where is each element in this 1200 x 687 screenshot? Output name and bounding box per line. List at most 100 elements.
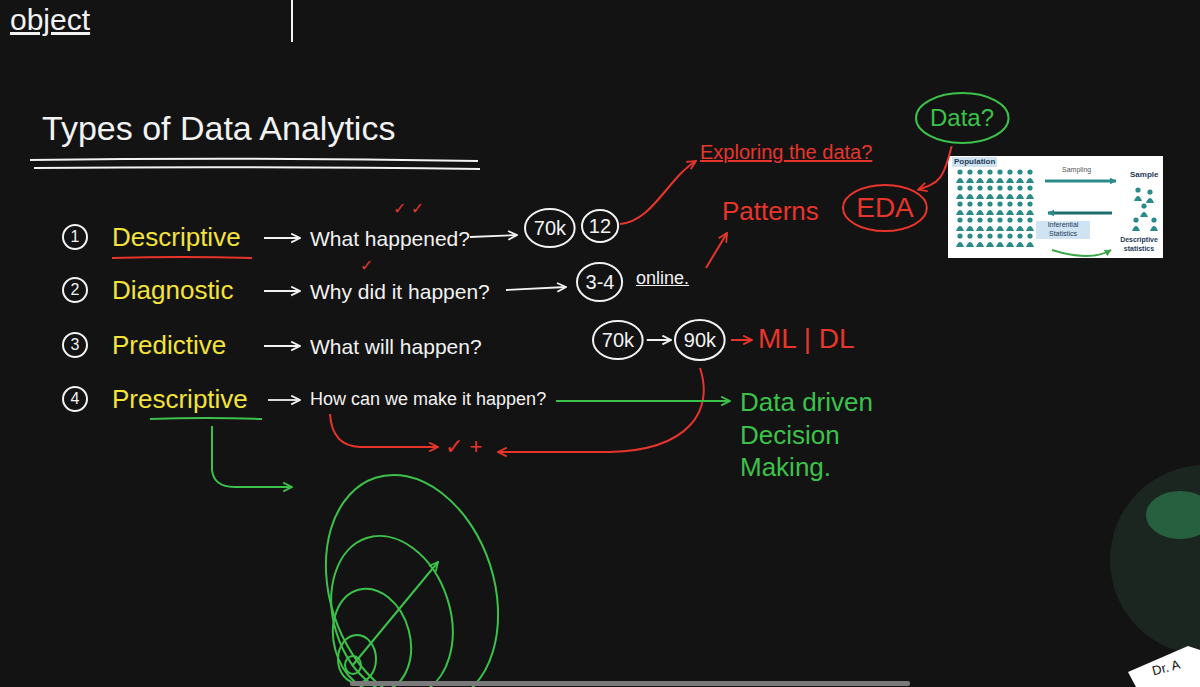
person-icon (976, 217, 984, 231)
list-number: 4 (62, 386, 88, 412)
node-text: 70k (602, 329, 634, 352)
person-body (986, 178, 994, 183)
person-head (1133, 217, 1138, 222)
spiral-sketch (298, 452, 527, 687)
connector (647, 339, 671, 341)
circled-value: 70k (524, 208, 576, 248)
circled-value: 12 (581, 209, 619, 243)
inset-picture (948, 156, 1163, 258)
person-icon (1006, 169, 1014, 183)
circle-outline (916, 93, 1009, 143)
person-head (987, 169, 992, 174)
person-icon (986, 201, 994, 215)
person-body (1006, 194, 1014, 199)
person-body (986, 194, 994, 199)
person-icon (1026, 201, 1034, 215)
person-head (977, 233, 982, 238)
title: Types of Data Analytics (42, 108, 395, 149)
analytics-type: Descriptive (112, 222, 241, 253)
analytics-type: Prescriptive (112, 384, 248, 415)
person-head (967, 201, 972, 206)
person-icon (986, 185, 994, 199)
list-number: 1 (62, 224, 88, 250)
person-body (996, 226, 1004, 231)
person-body (986, 242, 994, 247)
person-body (1006, 226, 1014, 231)
circle-outline (63, 225, 87, 249)
person-body (1016, 226, 1024, 231)
person-icon (996, 217, 1004, 231)
person-body (976, 226, 984, 231)
person-head (957, 233, 962, 238)
red-note: ✓ + (445, 434, 482, 460)
presenter-video (1146, 491, 1200, 539)
node-text: 1 (71, 228, 80, 246)
person-body (1026, 210, 1034, 215)
person-icon (1006, 185, 1014, 199)
person-body (956, 226, 964, 231)
person-icon (956, 233, 964, 247)
person-head (997, 217, 1002, 222)
person-icon (1132, 217, 1140, 231)
red-note: Exploring the data? (700, 140, 872, 164)
red-note: Patterns (722, 196, 819, 227)
question: How can we make it happen? (310, 389, 546, 411)
circle-outline (63, 387, 87, 411)
person-body (976, 242, 984, 247)
person-body (1016, 194, 1024, 199)
person-icon (1146, 189, 1154, 203)
node-text: Data? (930, 104, 994, 132)
person-head (997, 201, 1002, 206)
person-icon (1026, 185, 1034, 199)
circle-outline (63, 278, 87, 302)
row-arrow (264, 237, 300, 239)
person-icon (966, 201, 974, 215)
person-icon (976, 201, 984, 215)
person-body (966, 178, 974, 183)
person-body (1026, 194, 1034, 199)
person-head (1017, 169, 1022, 174)
person-head (1141, 203, 1146, 208)
person-head (1017, 185, 1022, 190)
connector (918, 146, 952, 189)
list-number: 2 (62, 277, 88, 303)
person-body (986, 210, 994, 215)
node-text: 70k (534, 217, 566, 240)
person-head (1007, 169, 1012, 174)
person-body (996, 178, 1004, 183)
presenter-video (1110, 465, 1200, 655)
answer-arrow (470, 235, 517, 237)
person-head (1027, 233, 1032, 238)
person-body (1026, 226, 1034, 231)
person-icon (1016, 201, 1024, 215)
descriptive-arrow (1052, 250, 1111, 256)
question: Why did it happen? (310, 279, 490, 304)
green-arrow (212, 426, 292, 487)
person-body (966, 210, 974, 215)
person-head (977, 169, 982, 174)
person-head (987, 217, 992, 222)
person-body (1026, 242, 1034, 247)
person-icon (1006, 233, 1014, 247)
person-body (976, 194, 984, 199)
person-icon (1016, 169, 1024, 183)
red-arrow (706, 233, 727, 268)
circle-outline (577, 263, 622, 301)
circled-value: 90k (674, 319, 726, 361)
red-arrow (620, 161, 696, 224)
person-head (1027, 217, 1032, 222)
list-number: 3 (62, 332, 88, 358)
person-head (1007, 233, 1012, 238)
row-arrow (264, 345, 300, 347)
node-text: 3-4 (586, 271, 615, 294)
person-icon (1016, 185, 1024, 199)
circle-outline (525, 209, 575, 247)
circle-outline (63, 333, 87, 357)
circle-outline (582, 210, 618, 242)
person-icon (1026, 169, 1034, 183)
person-body (1006, 242, 1014, 247)
person-head (1007, 185, 1012, 190)
person-body (966, 194, 974, 199)
person-icon (966, 185, 974, 199)
person-icon (1006, 217, 1014, 231)
